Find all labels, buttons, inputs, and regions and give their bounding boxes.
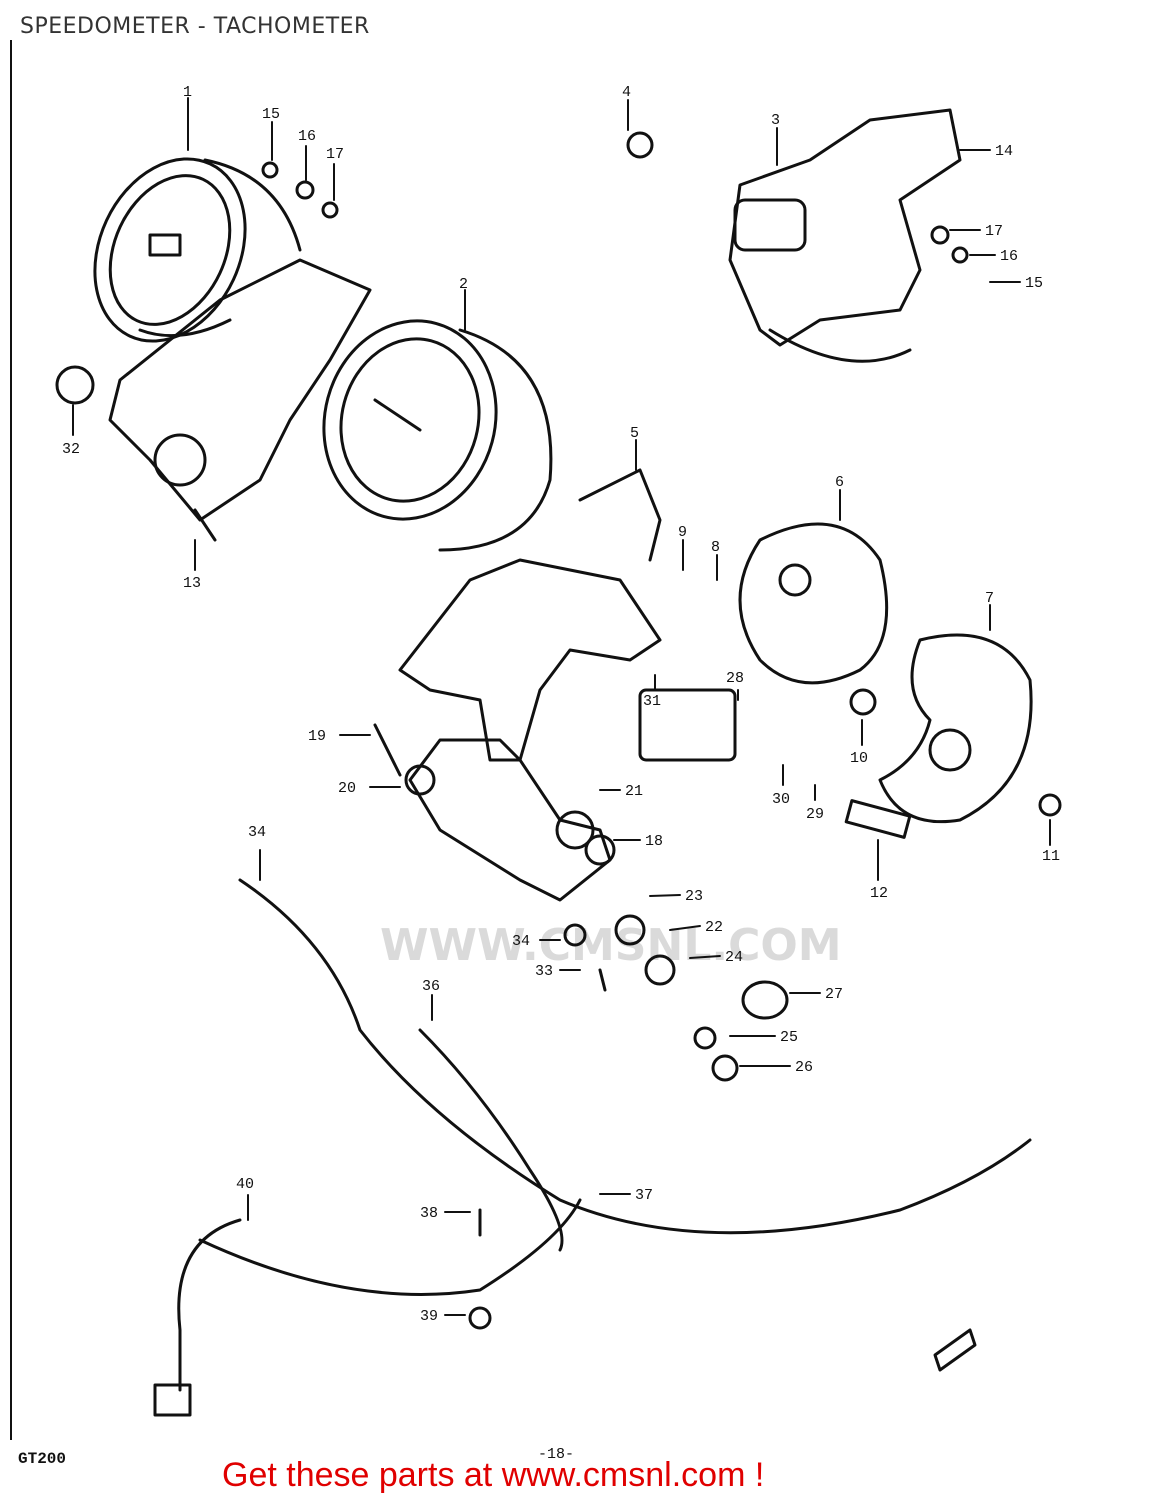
callout-12: 12: [870, 885, 888, 902]
callout-28: 28: [726, 670, 744, 687]
callout-39: 39: [420, 1308, 438, 1325]
model-code: GT200: [18, 1450, 67, 1468]
housing-6: [738, 522, 889, 685]
callout-16b: 16: [298, 128, 316, 145]
callout-3: 3: [771, 112, 780, 129]
callout-22: 22: [705, 919, 723, 936]
callout-11: 11: [1042, 848, 1060, 865]
callout-33: 33: [535, 963, 553, 980]
buy-parts-link[interactable]: Get these parts at www.cmsnl.com !: [222, 1456, 765, 1494]
callout-18: 18: [645, 833, 663, 850]
callout-7: 7: [985, 590, 994, 607]
meter-cables: [153, 878, 1032, 1417]
callout-34b: 34: [512, 933, 530, 950]
callout-15: 15: [1025, 275, 1043, 292]
callout-9: 9: [678, 524, 687, 541]
callout-2: 2: [459, 276, 468, 293]
page-number: -18-: [538, 1446, 575, 1463]
housing-7: [878, 633, 1033, 824]
callout-20: 20: [338, 780, 356, 797]
meter-bracket: [108, 258, 372, 542]
speedometer-unit: [322, 319, 553, 552]
callout-17: 17: [985, 223, 1003, 240]
callout-37: 37: [635, 1187, 653, 1204]
callout-labels: 1 2 3 4 5 6 7 8 9 10 11 12 13 14 15 16 1…: [62, 84, 1060, 1325]
callout-13: 13: [183, 575, 201, 592]
tachometer-unit: [93, 157, 302, 343]
callout-38: 38: [420, 1205, 438, 1222]
callout-36: 36: [422, 978, 440, 995]
callout-40: 40: [236, 1176, 254, 1193]
lower-bracket: [398, 468, 662, 762]
page-title: SPEEDOMETER - TACHOMETER: [20, 14, 370, 39]
meter-stay: [408, 738, 616, 902]
frame-border: [10, 40, 12, 1440]
callout-17b: 17: [326, 146, 344, 163]
callout-5: 5: [630, 425, 639, 442]
callout-29: 29: [806, 806, 824, 823]
callout-6: 6: [835, 474, 844, 491]
callout-23: 23: [685, 888, 703, 905]
watermark: WWW.CMSNL.COM: [380, 920, 842, 971]
callout-31: 31: [643, 693, 661, 710]
callout-25: 25: [780, 1029, 798, 1046]
small-parts: [55, 131, 1062, 1372]
callout-24: 24: [725, 949, 743, 966]
callout-34: 34: [248, 824, 266, 841]
indicator-panel: [728, 108, 962, 363]
callout-32: 32: [62, 441, 80, 458]
callout-10: 10: [850, 750, 868, 767]
callout-30: 30: [772, 791, 790, 808]
callout-4: 4: [622, 84, 631, 101]
callout-1: 1: [183, 84, 192, 101]
callout-27: 27: [825, 986, 843, 1003]
callout-21: 21: [625, 783, 643, 800]
callout-16: 16: [1000, 248, 1018, 265]
callout-19: 19: [308, 728, 326, 745]
callout-8: 8: [711, 539, 720, 556]
callout-14: 14: [995, 143, 1013, 160]
leader-lines: [72, 97, 1051, 1316]
callout-15b: 15: [262, 106, 280, 123]
callout-26: 26: [795, 1059, 813, 1076]
